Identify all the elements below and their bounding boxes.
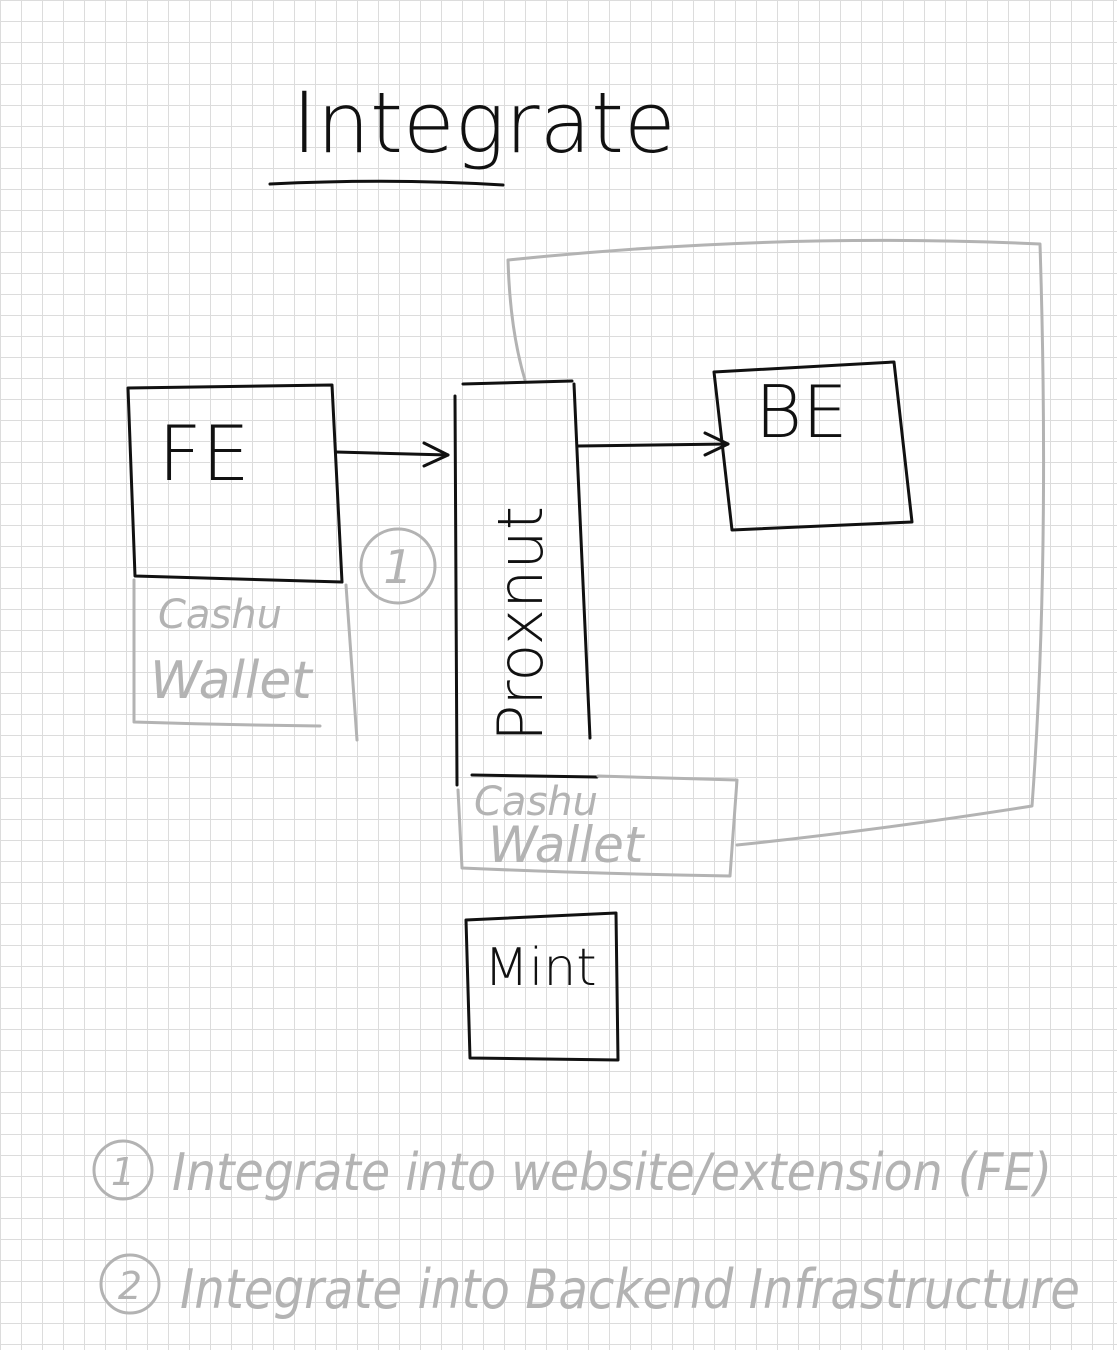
arrow-be-head (703, 431, 730, 457)
fe-wallet-outline (132, 578, 322, 728)
marker-1-circle (359, 527, 437, 605)
legend-item-1-text: Integrate into website/extension (FE) (172, 1143, 1052, 1203)
proxnut-top-edge (461, 379, 574, 386)
legend: 1 Integrate into website/extension (FE) … (92, 1139, 1080, 1321)
backend-loop (506, 238, 1046, 847)
be-node: BE (712, 360, 914, 532)
fe-node: FE (126, 383, 344, 584)
arrow-fe-head (422, 441, 450, 468)
arrow-be-line (576, 442, 730, 448)
arrow-proxnut-to-be (576, 431, 730, 457)
mint-box (464, 911, 620, 1062)
fe-wallet-label-line1: Cashu (158, 592, 282, 638)
title-underline (268, 179, 505, 187)
marker-1-label: 1 (383, 540, 412, 594)
mint-node: Mint (464, 911, 620, 1062)
fe-wallet-label-line2: Wallet (150, 651, 313, 711)
legend-item-2-number: 2 (118, 1264, 142, 1308)
legend-item-2: 2 Integrate into Backend Infrastructure (99, 1253, 1080, 1321)
arrow-fe-to-proxnut (334, 441, 450, 468)
proxnut-wallet-label-line2: Wallet (488, 816, 646, 874)
marker-1: 1 (359, 527, 437, 605)
be-box (712, 360, 914, 532)
proxnut-label: Proxnut (484, 506, 557, 742)
proxnut-left-edge (453, 394, 459, 787)
proxnut-right-edge (572, 382, 592, 740)
legend-item-1: 1 Integrate into website/extension (FE) (92, 1139, 1052, 1203)
legend-item-1-number: 1 (111, 1150, 135, 1194)
proxnut-node: Proxnut (453, 379, 599, 787)
proxnut-wallet-node: Cashu Wallet (456, 774, 739, 878)
proxnut-wallet-outline (456, 774, 739, 878)
proxnut-bottom-edge (470, 773, 599, 779)
fe-box (126, 383, 344, 584)
arrow-fe-line (334, 450, 450, 457)
fe-label: FE (158, 409, 250, 498)
mint-label: Mint (484, 938, 597, 998)
title-text: Integrate (292, 74, 676, 172)
fe-wallet-right-edge (344, 583, 359, 742)
be-label: BE (755, 370, 848, 454)
legend-item-2-circle (99, 1253, 161, 1315)
fe-wallet-node: Cashu Wallet (132, 578, 359, 742)
title-group: Integrate (268, 74, 676, 187)
legend-item-2-text: Integrate into Backend Infrastructure (180, 1258, 1080, 1321)
proxnut-wallet-label-line1: Cashu (474, 779, 598, 825)
legend-item-1-circle (92, 1139, 154, 1201)
